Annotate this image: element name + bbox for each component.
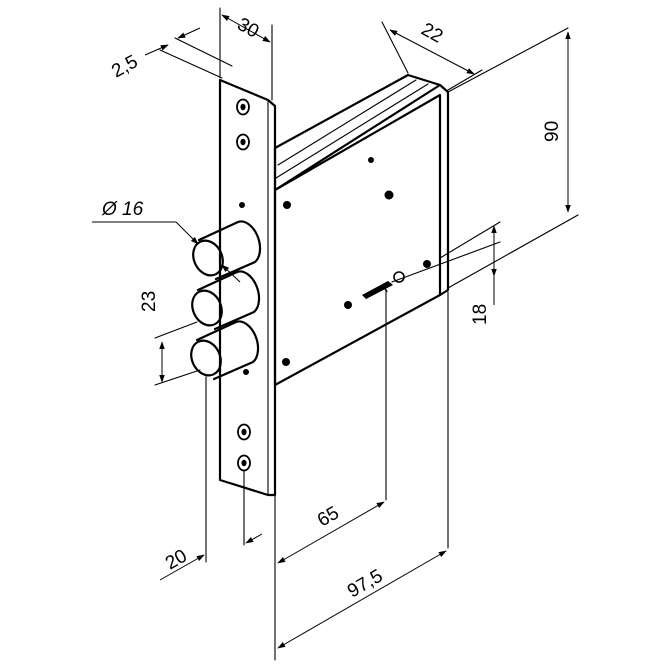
lock-case	[273, 73, 450, 387]
dim-label-diameter: Ø 16	[101, 199, 144, 220]
dim-label-20: 20	[162, 546, 191, 575]
case-hole	[283, 201, 291, 209]
bolt-middle	[191, 270, 261, 331]
dim-bolt-diameter: Ø 16	[92, 199, 241, 283]
keyhole-icon	[362, 271, 405, 299]
dim-bolt-offset-20: 20	[159, 376, 263, 581]
dim-label-2-5: 2,5	[108, 51, 141, 82]
dim-height-90: 90	[447, 27, 579, 289]
dim-label-90: 90	[542, 121, 563, 142]
dim-label-22: 22	[418, 19, 447, 48]
bolt-bottom	[190, 320, 260, 381]
dim-backset-65: 65	[274, 291, 387, 591]
case-end-face	[438, 83, 450, 297]
faceplate	[218, 78, 277, 497]
dim-bolt-pitch-23: 23	[139, 291, 201, 386]
case-hole	[282, 358, 290, 366]
case-hole	[423, 260, 431, 268]
dim-key-offset-18: 18	[391, 221, 501, 325]
faceplate-outline	[218, 78, 277, 497]
case-hole	[344, 301, 352, 309]
case-hole	[368, 157, 374, 163]
dim-label-30: 30	[234, 14, 263, 43]
dim-thickness-30: 30	[219, 7, 273, 101]
faceplate-screw-bottom	[237, 423, 251, 472]
dim-label-65: 65	[314, 503, 343, 532]
faceplate-screw-top	[236, 98, 250, 151]
dim-width-97-5: 97,5	[274, 291, 449, 661]
dim-label-97-5: 97,5	[344, 566, 387, 603]
dim-label-23: 23	[139, 291, 160, 312]
case-hole	[384, 190, 394, 200]
bolt-top	[192, 220, 262, 281]
dim-depth-22: 22	[381, 19, 483, 91]
dim-label-18: 18	[470, 304, 491, 325]
dim-faceplate-2-5: 2,5	[108, 27, 233, 82]
